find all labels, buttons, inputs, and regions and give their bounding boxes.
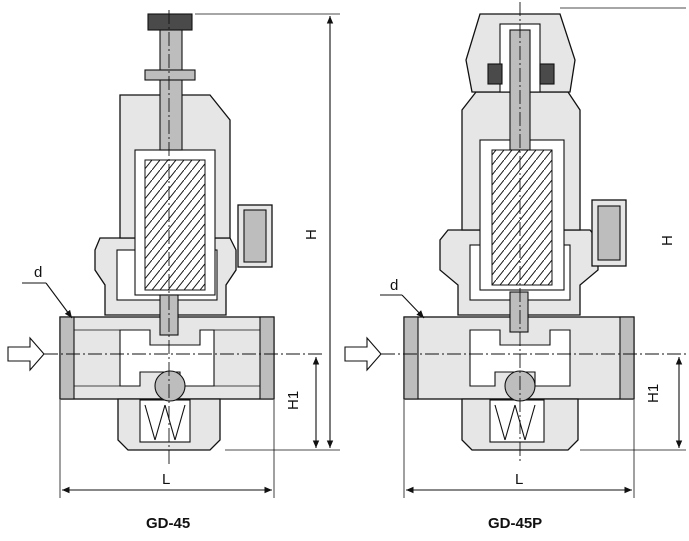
gd45p-dim-d: d: [390, 277, 398, 294]
gd45p-dim-l: L: [515, 471, 523, 488]
gd45-inlet-flow-arrow: [7, 336, 45, 372]
gd45-dim-h1: H1: [285, 391, 302, 410]
gd45-dim-h: H: [303, 229, 320, 240]
gd45-valve-ball: [154, 370, 186, 402]
gd45p-spring: [491, 149, 553, 286]
gd45-caption: GD-45: [146, 515, 190, 532]
gd45p-dim-h1: H1: [645, 384, 662, 403]
gd45p-inlet-flow-arrow: [344, 336, 382, 372]
gd45-adjusting-screw: [159, 27, 183, 151]
gd45-dim-l: L: [162, 471, 170, 488]
gd45-spring: [144, 159, 206, 291]
gd45-screw-head: [147, 13, 193, 31]
gd45-dim-d: d: [34, 264, 42, 281]
gd45p-dim-h: H: [659, 235, 676, 246]
gd45-drawing: H H1 L d GD-45: [7, 10, 340, 532]
gd45p-caption: GD-45P: [488, 515, 542, 532]
gd45p-drawing: H H1 L d GD-45P: [344, 2, 686, 532]
